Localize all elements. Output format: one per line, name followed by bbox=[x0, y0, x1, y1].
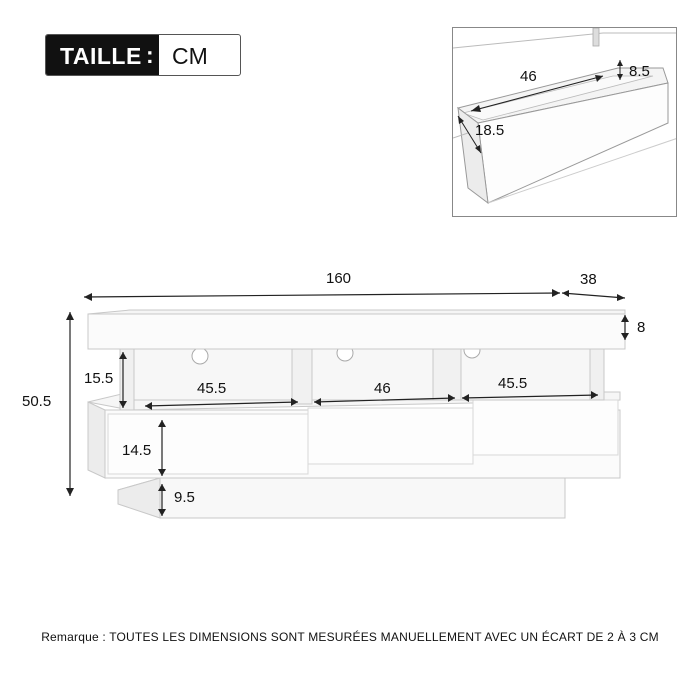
unit-badge: TAILLE : CM bbox=[45, 34, 241, 76]
badge-dark-panel bbox=[46, 35, 159, 75]
drawer-detail-drawing bbox=[453, 28, 676, 205]
middle-compartment-width-label: 46 bbox=[374, 380, 391, 397]
badge-unit: CM bbox=[172, 43, 208, 69]
shelf-height-label: 15.5 bbox=[84, 370, 114, 387]
total-width-label: 160 bbox=[326, 270, 352, 287]
drawer-height-label: 14.5 bbox=[122, 442, 152, 459]
top-thickness-label: 8 bbox=[637, 319, 646, 336]
right-compartment-width-label: 45.5 bbox=[498, 375, 528, 392]
measurement-note: Remarque : TOUTES LES DIMENSIONS SONT ME… bbox=[41, 630, 659, 644]
detail-drawer-width-label: 46 bbox=[520, 68, 537, 85]
badge-colon: : bbox=[146, 42, 154, 68]
detail-drawer-height-label: 8.5 bbox=[629, 63, 650, 80]
badge-label: TAILLE bbox=[60, 43, 142, 69]
base-height-label: 9.5 bbox=[174, 489, 195, 506]
detail-drawer-depth-label: 18.5 bbox=[475, 122, 505, 139]
drawer-detail-inset: 46 8.5 18.5 bbox=[452, 27, 677, 217]
left-compartment-width-label: 45.5 bbox=[197, 380, 227, 397]
total-height-label: 50.5 bbox=[22, 393, 52, 410]
depth-label: 38 bbox=[580, 271, 597, 288]
